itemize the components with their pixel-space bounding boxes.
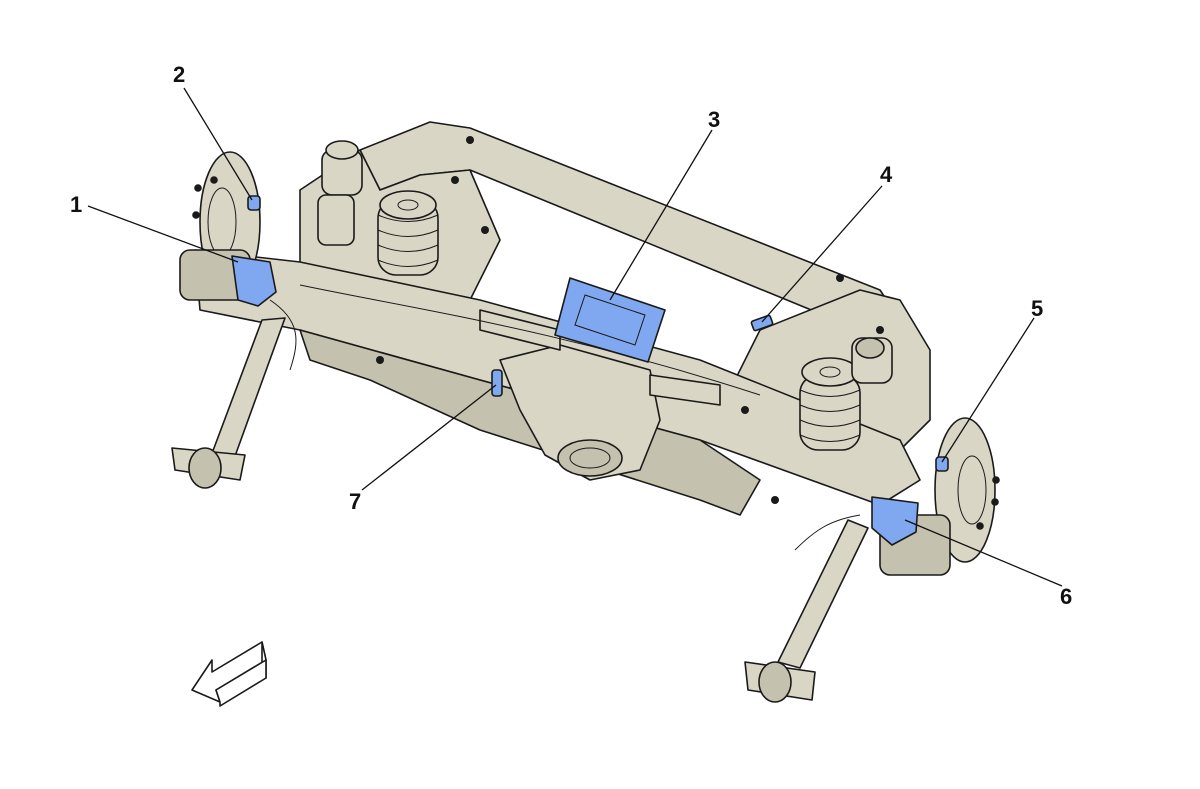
component-4-connector [750,314,774,332]
component-5-right-sensor [935,456,949,472]
callout-6: 6 [1060,584,1072,609]
leader-5 [941,317,1035,463]
component-6-right-sensor-bracket [871,496,919,546]
differential-flange [557,439,623,477]
left-trailing-arm [204,317,286,473]
rear-subframe-assembly [171,121,1000,703]
component-7-harness-clip [491,369,503,397]
wiring-harness-right [794,514,861,551]
leader-4 [761,185,883,323]
callout-2: 2 [173,62,185,87]
leader-2 [183,87,253,201]
highlighted-components [231,195,949,546]
callout-1: 1 [70,192,82,217]
leader-7 [361,384,497,491]
right-driveshaft [649,374,721,406]
left-damper-mount [317,140,363,246]
left-coil-spring [377,190,439,276]
callout-7: 7 [349,489,361,514]
callout-5: 5 [1031,296,1043,321]
component-1-left-sensor-bracket [231,255,277,307]
right-trailing-arm [777,519,869,669]
left-driveshaft [479,309,561,351]
component-2-left-sensor [247,195,261,211]
front-direction-arrow-icon [191,641,267,707]
right-damper-mount [851,337,893,384]
wiring-harness-left [269,299,297,371]
callout-4: 4 [880,162,893,187]
leader-6 [904,519,1063,587]
callout-leaders [87,87,1063,587]
leader-3 [609,129,713,301]
callout-labels: 1 2 3 4 5 6 7 [70,62,1072,609]
mounting-bolts [376,136,884,504]
component-3-control-unit [554,277,666,363]
leader-1 [87,205,239,263]
differential-housing [499,344,661,481]
wiring-harness-main [299,284,761,396]
callout-3: 3 [708,107,720,132]
right-coil-spring [799,357,861,451]
